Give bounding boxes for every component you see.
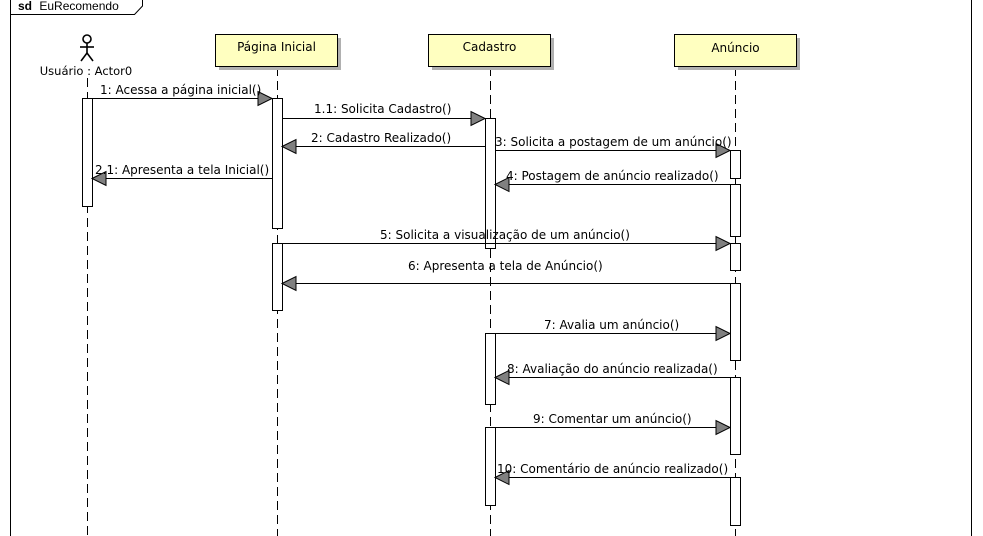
message-1-label: 1: Acessa a página inicial() [100, 83, 261, 97]
arrowhead [493, 469, 510, 486]
message-1-1[interactable]: 1.1: Solicita Cadastro() [282, 102, 487, 127]
arrowhead [257, 90, 274, 107]
message-1-1-label: 1.1: Solicita Cadastro() [314, 102, 451, 116]
activation-bars [82, 98, 741, 526]
message-2-label: 2: Cadastro Realizado() [311, 131, 451, 145]
activation-bar [485, 333, 496, 405]
message-10-label: 10: Comentário de anúncio realizado() [497, 462, 728, 476]
message-1[interactable]: 1: Acessa a página inicial() [92, 83, 274, 107]
message-3[interactable]: 3: Solicita a postagem de um anúncio() [495, 135, 732, 159]
arrowhead [280, 275, 297, 292]
message-5-label: 5: Solicita a visualização de um anúncio… [380, 228, 630, 242]
message-2-1-label: 2.1: Apresenta a tela Inicial() [95, 163, 269, 177]
arrowhead [715, 235, 732, 252]
activation-bar [82, 98, 93, 207]
activation-bar [730, 283, 741, 361]
arrowhead [715, 325, 732, 342]
lifeline-cadastro-label: Cadastro [463, 40, 517, 54]
diagram-frame: sd EuRecomendo [10, 0, 972, 536]
message-5[interactable]: 5: Solicita a visualização de um anúncio… [282, 228, 732, 252]
activation-bar [730, 477, 741, 526]
activation-bar [730, 377, 741, 455]
frame-title: sd EuRecomendo [18, 0, 119, 13]
message-6[interactable]: 6: Apresenta a tela de Anúncio() [280, 259, 730, 292]
arrowhead [493, 369, 510, 386]
lifeline-pagina-label: Página Inicial [237, 40, 316, 54]
message-10[interactable]: 10: Comentário de anúncio realizado() [493, 462, 730, 486]
actor-usuario[interactable]: Usuário : Actor0 [40, 34, 132, 78]
message-7[interactable]: 7: Avalia um anúncio() [495, 318, 732, 342]
arrowhead [470, 110, 487, 127]
activation-bar [272, 98, 283, 229]
arrowhead [90, 170, 107, 187]
lifeline-pagina-head[interactable]: Página Inicial [215, 34, 342, 71]
message-2[interactable]: 2: Cadastro Realizado() [280, 131, 485, 155]
arrowhead [493, 176, 510, 193]
message-8-label: 8: Avaliação do anúncio realizada() [507, 362, 718, 376]
message-3-label: 3: Solicita a postagem de um anúncio() [495, 135, 732, 149]
activation-bar [272, 243, 283, 311]
message-6-label: 6: Apresenta a tela de Anúncio() [408, 259, 603, 273]
message-8[interactable]: 8: Avaliação do anúncio realizada() [493, 362, 730, 386]
message-7-label: 7: Avalia um anúncio() [544, 318, 679, 332]
arrowhead [715, 419, 732, 436]
message-4[interactable]: 4: Postagem de anúncio realizado() [493, 169, 730, 193]
messages: 1: Acessa a página inicial() 1.1: Solici… [90, 83, 732, 486]
stick-figure-icon [80, 34, 94, 62]
activation-bar [730, 243, 741, 271]
activation-bar [485, 118, 496, 249]
actor-label: Usuário : Actor0 [40, 64, 132, 78]
arrowhead [715, 142, 732, 159]
arrowhead [280, 138, 297, 155]
message-4-label: 4: Postagem de anúncio realizado() [506, 169, 719, 183]
message-2-1[interactable]: 2.1: Apresenta a tela Inicial() [90, 163, 272, 187]
activation-bar [730, 150, 741, 179]
activation-bar [730, 184, 741, 237]
lifeline-cadastro-head[interactable]: Cadastro [428, 34, 555, 71]
message-9[interactable]: 9: Comentar um anúncio() [495, 412, 732, 436]
lifeline-anuncio-label: Anúncio [711, 41, 759, 55]
message-9-label: 9: Comentar um anúncio() [533, 412, 692, 426]
lifeline-anuncio-head[interactable]: Anúncio [674, 34, 801, 71]
activation-bar [485, 427, 496, 506]
